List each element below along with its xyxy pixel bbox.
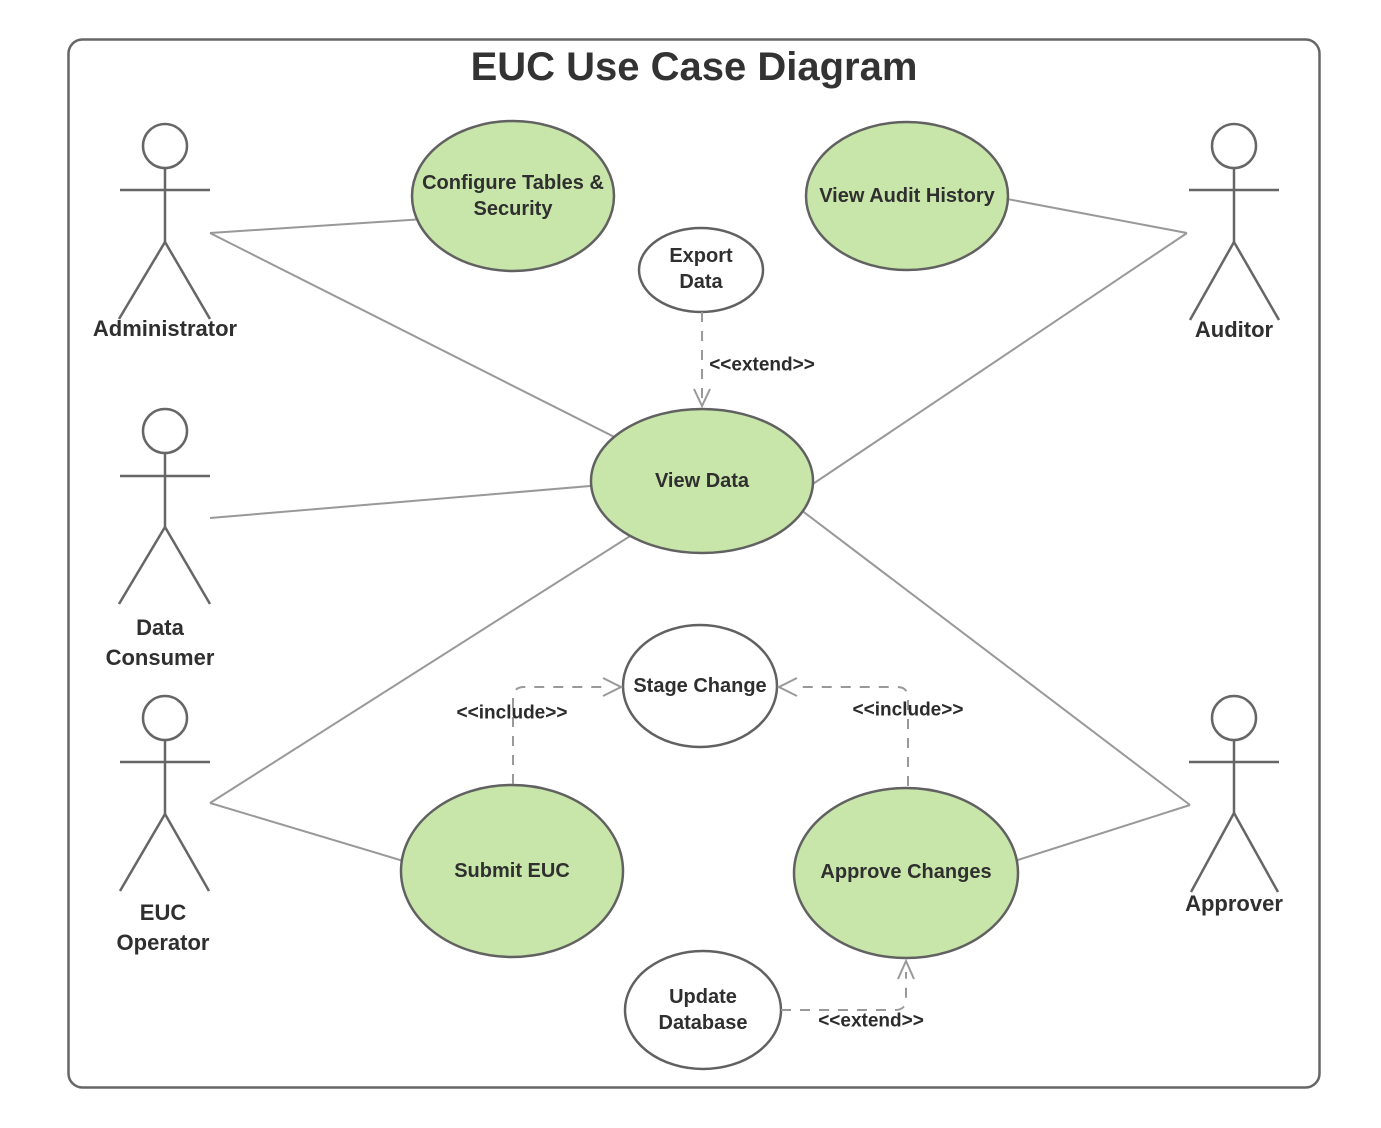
actor-data-consumer-figure <box>117 407 212 605</box>
use-case-update-database <box>623 949 783 1071</box>
arrowhead-include-left <box>602 677 624 697</box>
association-approver-view-data <box>779 493 1191 806</box>
diagram-frame <box>67 38 1321 1089</box>
association-auditor-view-data <box>785 232 1188 503</box>
use-case-view-data <box>589 407 815 555</box>
association-euc-operator-view-data <box>209 516 661 804</box>
use-case-export-data <box>637 226 765 314</box>
use-case-stage-change <box>621 623 779 749</box>
include-approve-changes-to-stage-change <box>798 686 909 786</box>
extend-update-database-to-approve-changes <box>781 972 907 1011</box>
stereotype-connectors <box>512 312 915 1011</box>
arrowhead-extend-top <box>693 388 711 409</box>
use-case-configure-tables-security <box>410 119 616 273</box>
arrowhead-extend-bottom <box>897 958 915 980</box>
actor-auditor-figure <box>1188 122 1281 321</box>
actor-approver-figure <box>1189 694 1280 893</box>
use-case-submit-euc <box>399 783 625 959</box>
association-administrator-view-data <box>209 232 661 461</box>
use-case-view-audit-history <box>804 120 1010 272</box>
include-submit-euc-to-stage-change <box>512 686 606 784</box>
association-data-consumer-view-data <box>209 480 651 519</box>
use-case-ellipses <box>399 119 1020 1071</box>
actors <box>117 122 1281 893</box>
actor-administrator-figure <box>117 122 212 320</box>
arrowhead-include-right <box>776 677 798 697</box>
use-case-approve-changes <box>792 786 1020 960</box>
actor-euc-operator-figure <box>118 694 211 892</box>
association-lines <box>209 191 1191 876</box>
